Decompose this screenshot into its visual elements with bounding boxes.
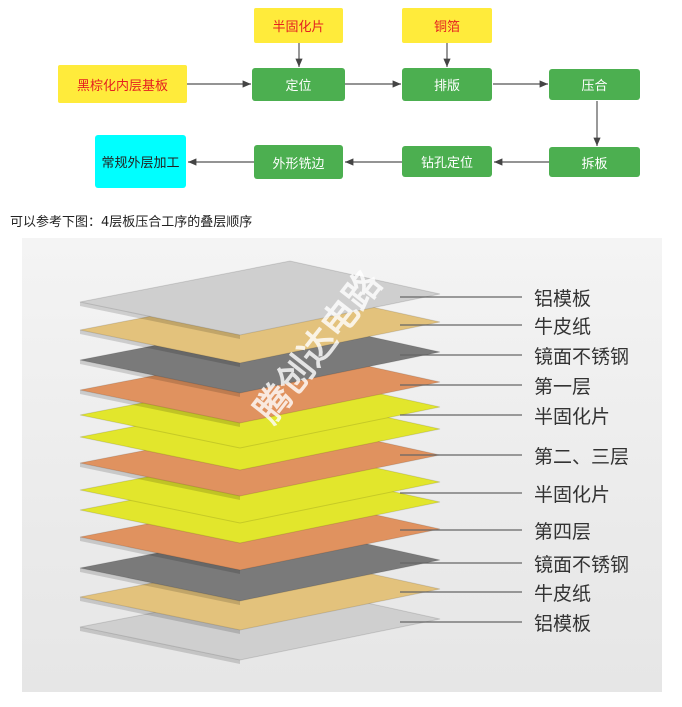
layer-label: 镜面不锈钢 xyxy=(534,554,630,576)
outer-process-box: 常规外层加工 xyxy=(95,135,186,188)
layup-box: 排版 xyxy=(402,68,492,101)
inner-core-box: 黑棕化内层基板 xyxy=(58,65,187,103)
copper-foil-box: 铜箔 xyxy=(402,8,492,43)
layer-label: 牛皮纸 xyxy=(534,583,592,605)
layer-label: 第一层 xyxy=(534,376,592,398)
breakdown-box: 拆板 xyxy=(549,147,640,177)
positioning-box: 定位 xyxy=(252,68,345,101)
prepreg-box: 半固化片 xyxy=(254,8,343,43)
aluminum-plate xyxy=(79,260,441,336)
layer-label: 铝模板 xyxy=(534,288,592,310)
layer-label: 半固化片 xyxy=(534,406,611,428)
layer-label: 半固化片 xyxy=(534,484,611,506)
layer-label: 第二、三层 xyxy=(534,446,630,468)
lamination-box: 压合 xyxy=(549,69,640,100)
caption: 可以参考下图：4层板压合工序的叠层顺序 xyxy=(10,215,253,230)
flow-arrows xyxy=(187,43,601,166)
profile-routing-box: 外形铣边 xyxy=(254,145,343,179)
drill-position-box: 钻孔定位 xyxy=(402,146,492,177)
layer-label: 铝模板 xyxy=(534,613,592,635)
layer-label: 牛皮纸 xyxy=(534,316,592,338)
layer-label: 镜面不锈钢 xyxy=(534,346,630,368)
layer-label: 第四层 xyxy=(534,521,592,543)
